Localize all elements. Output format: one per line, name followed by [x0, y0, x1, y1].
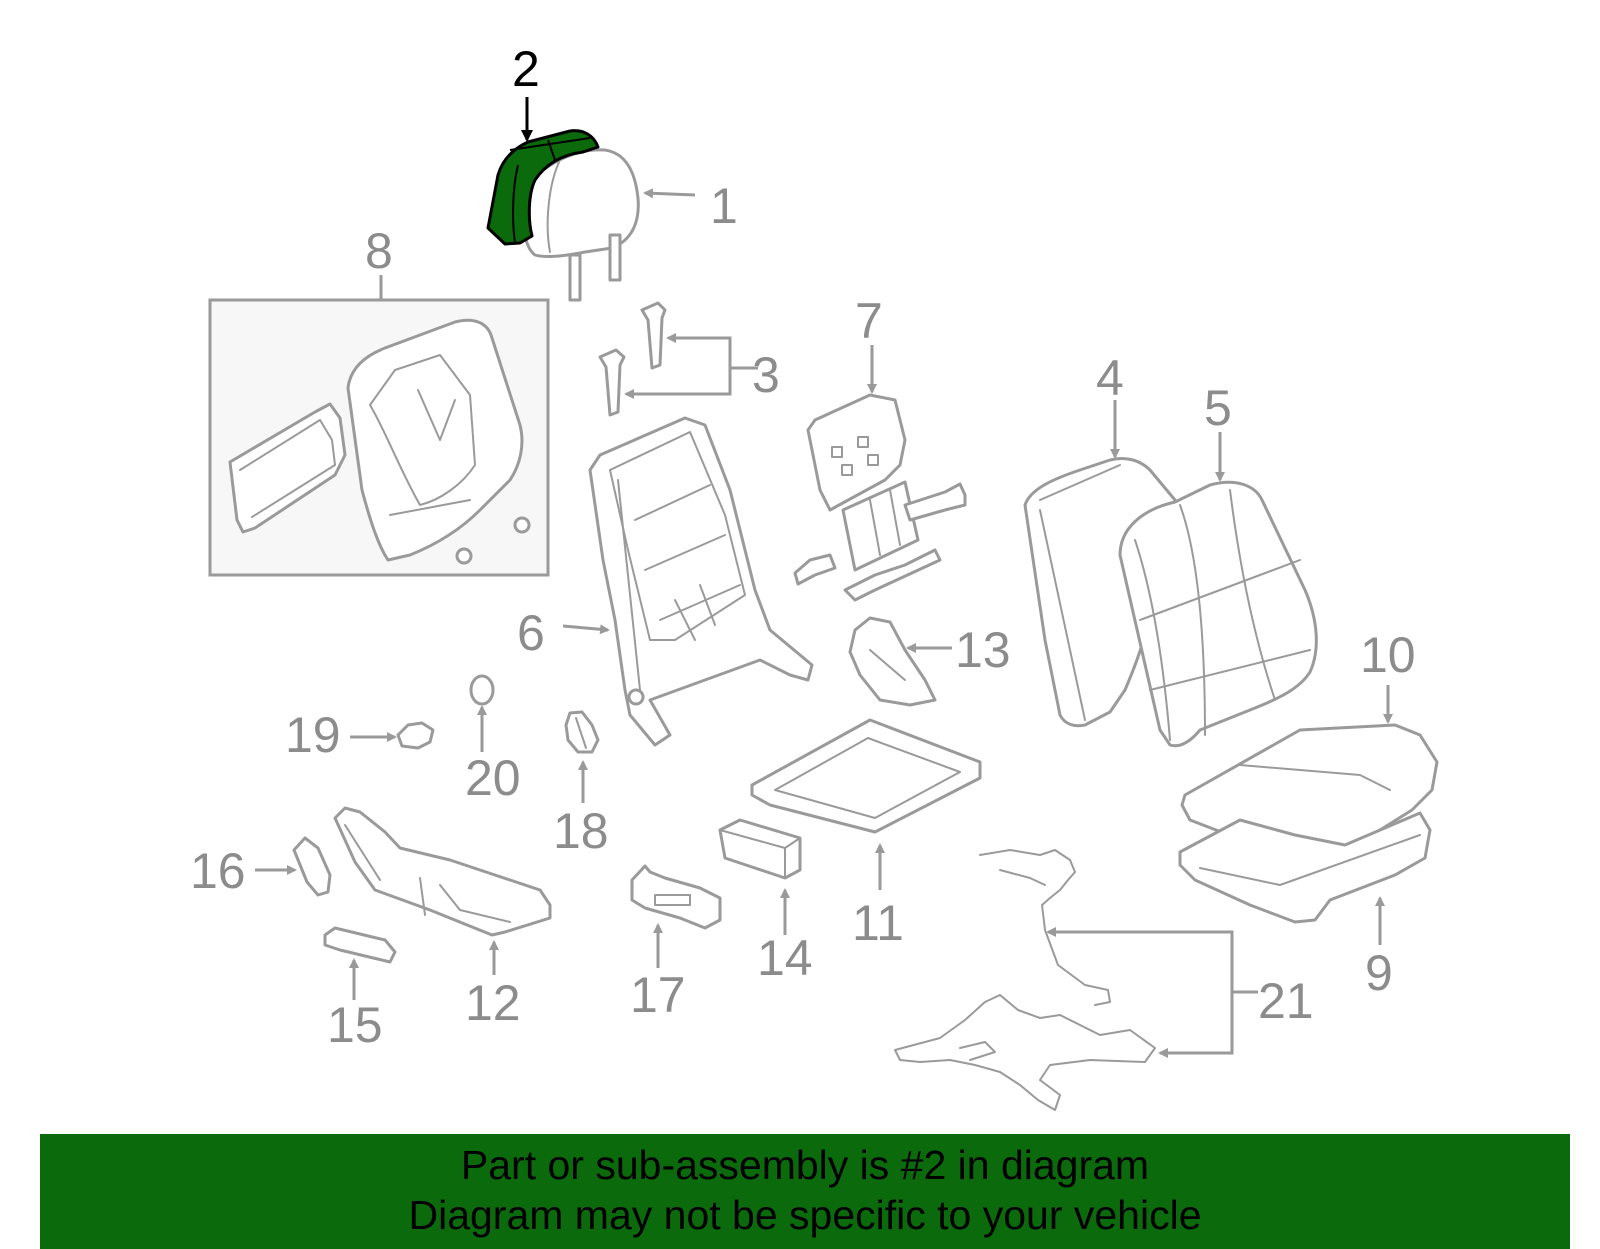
part-21-wiring-harness[interactable]: [894, 849, 1156, 1111]
callout-16: 16: [190, 843, 246, 899]
part-18-cap[interactable]: [564, 710, 600, 754]
part-9-cushion-pad[interactable]: [1178, 811, 1432, 924]
part-13-trim[interactable]: [848, 616, 937, 707]
banner-line-part-reference: Part or sub-assembly is #2 in diagram: [460, 1142, 1150, 1188]
callout-11: 11: [852, 895, 904, 951]
part-6-seat-back-frame[interactable]: [588, 416, 814, 747]
callout-19: 19: [285, 707, 341, 763]
part-8-seatback-subassembly-box[interactable]: [208, 298, 550, 577]
callout-17: 17: [630, 967, 686, 1023]
part-20-ring[interactable]: [469, 674, 495, 706]
callout-7: 7: [855, 293, 883, 349]
callout-13: 13: [955, 622, 1011, 678]
banner-line-disclaimer: Diagram may not be specific to your vehi…: [408, 1192, 1202, 1238]
callout-12: 12: [465, 975, 521, 1031]
part-2-headrest-cover-highlighted[interactable]: [486, 129, 600, 246]
callout-4: 4: [1096, 350, 1124, 406]
callout-9: 9: [1365, 945, 1393, 1001]
part-7-lumbar-support[interactable]: [793, 393, 967, 602]
callout-labels: 1 2 3 4 5 6 7 8 9 10 11 12 13 14 15 16 1…: [190, 41, 1416, 1053]
callout-5: 5: [1204, 380, 1232, 436]
callout-8: 8: [365, 223, 393, 279]
part-14-pad[interactable]: [718, 818, 802, 880]
part-11-cushion-frame[interactable]: [750, 718, 982, 834]
part-19-clip[interactable]: [396, 721, 435, 750]
part-1-headrest[interactable]: [520, 148, 640, 302]
callout-1: 1: [710, 178, 738, 234]
part-15-switch[interactable]: [323, 926, 397, 964]
callout-18: 18: [553, 803, 609, 859]
callout-15: 15: [327, 997, 383, 1053]
callout-2: 2: [512, 41, 540, 97]
callout-3: 3: [752, 347, 780, 403]
part-16-knob[interactable]: [292, 836, 332, 897]
leader-lines: [255, 97, 1393, 1058]
part-3-headrest-guides[interactable]: [598, 301, 667, 417]
callout-21: 21: [1258, 973, 1314, 1029]
callout-10: 10: [1360, 627, 1416, 683]
part-17-bracket[interactable]: [630, 864, 722, 930]
part-12-side-shield[interactable]: [333, 806, 552, 937]
part-5-seat-back-cover[interactable]: [1118, 480, 1318, 748]
callout-6: 6: [517, 605, 545, 661]
callout-14: 14: [757, 930, 813, 986]
info-banner: Part or sub-assembly is #2 in diagram Di…: [40, 1134, 1570, 1249]
callout-20: 20: [465, 750, 521, 806]
